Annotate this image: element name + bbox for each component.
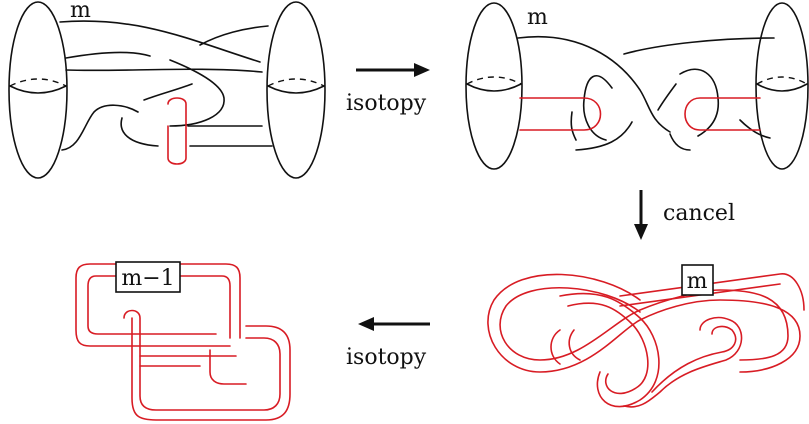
left-solid-torus — [8, 1, 68, 179]
panel-bottom-right: m — [487, 264, 805, 408]
framing-box-label: m — [687, 269, 708, 294]
isotopy-label-top: isotopy — [346, 91, 427, 116]
arrow-cancel: cancel — [634, 190, 735, 240]
left-solid-torus — [465, 2, 523, 170]
framing-box-m-minus-1 — [115, 261, 181, 293]
isotopy-label-bottom: isotopy — [346, 345, 427, 370]
arrow-isotopy-bottom: isotopy — [346, 317, 430, 370]
cancel-label: cancel — [663, 201, 735, 226]
right-solid-torus — [266, 1, 326, 179]
right-solid-torus — [755, 2, 809, 170]
panel-bottom-left: m−1 — [75, 261, 291, 421]
framing-label-m: m — [527, 5, 548, 30]
cancelling-circle — [167, 97, 187, 165]
framing-label-m: m — [70, 0, 91, 23]
knot-strand — [59, 20, 261, 63]
cancelling-arc-right — [684, 97, 761, 131]
framing-box-label: m−1 — [121, 266, 174, 291]
panel-top-right: m — [465, 2, 809, 170]
panel-top-left: m — [8, 0, 326, 179]
arrow-isotopy-top: isotopy — [346, 63, 430, 116]
framing-box-m — [681, 264, 714, 296]
cancelling-arc-left — [519, 97, 602, 131]
